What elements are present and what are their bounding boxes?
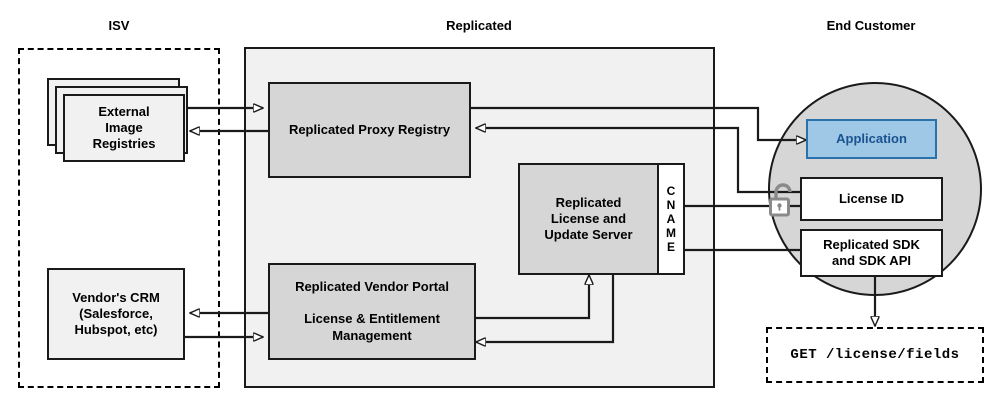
vendor-portal-node[interactable]: Replicated Vendor Portal License & Entit…: [268, 263, 476, 360]
zone-isv: [18, 48, 220, 388]
zone-label-isv: ISV: [108, 18, 130, 33]
cname-letter-n: N: [666, 197, 676, 212]
cname-letter-m: M: [666, 226, 676, 241]
cname-strip[interactable]: C N A M E: [657, 163, 685, 275]
vendor-crm-node[interactable]: Vendor's CRM (Salesforce, Hubspot, etc): [47, 268, 185, 360]
edge-proxy-to-application: [471, 106, 806, 140]
cname-letter-c: C: [666, 183, 676, 198]
cname-letter-e: E: [666, 240, 675, 255]
external-registries-node[interactable]: External Image Registries: [63, 94, 185, 162]
proxy-registry-node[interactable]: Replicated Proxy Registry: [268, 82, 471, 178]
vendor-portal-subtitle: License & Entitlement Management: [304, 311, 440, 343]
unlock-icon: [766, 182, 798, 220]
edge-license-server-to-portal: [476, 268, 615, 342]
application-node[interactable]: Application: [806, 119, 937, 159]
edge-application-to-proxy: [476, 128, 800, 194]
api-call-box: GET /license/fields: [766, 327, 984, 383]
zone-label-replicated: Replicated: [446, 18, 512, 33]
license-id-node[interactable]: License ID: [800, 177, 943, 221]
zone-label-end-customer: End Customer: [826, 18, 916, 33]
cname-letter-a: A: [666, 211, 676, 226]
vendor-portal-title: Replicated Vendor Portal: [295, 279, 449, 295]
edge-portal-to-license-server: [476, 275, 589, 320]
license-update-server-node[interactable]: Replicated License and Update Server: [518, 163, 659, 275]
replicated-sdk-node[interactable]: Replicated SDK and SDK API: [800, 229, 943, 277]
